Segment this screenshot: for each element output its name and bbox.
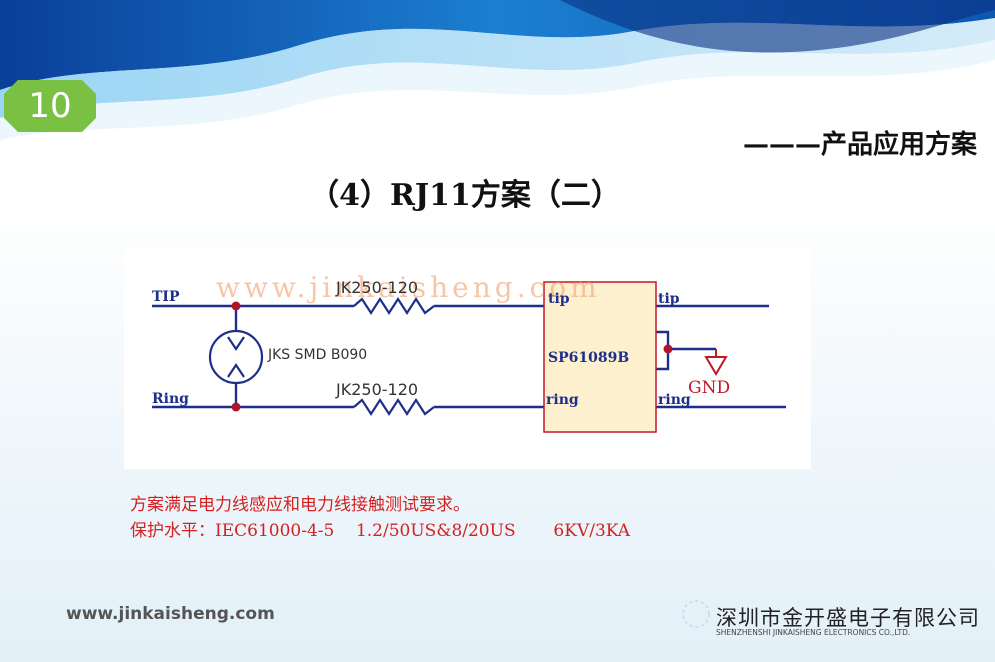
pin-ring-out: ring bbox=[658, 392, 691, 408]
ground-icon bbox=[704, 349, 728, 376]
footer-url[interactable]: www.jinkaisheng.com bbox=[66, 604, 275, 624]
resistor-top-label: JK250-120 bbox=[335, 278, 418, 297]
watermark: www.jinkaisheng.com bbox=[216, 271, 601, 304]
rj11-circuit-diagram: www.jinkaisheng.com TIP Ring JK250-120 J… bbox=[152, 271, 786, 433]
pin-ring-in: ring bbox=[546, 392, 579, 408]
junction-dot bbox=[231, 301, 241, 311]
gnd-label: GND bbox=[688, 378, 730, 398]
page-number: 10 bbox=[28, 86, 72, 126]
sp61089b-chip bbox=[543, 281, 657, 433]
header-wave bbox=[0, 0, 995, 140]
resistor-bottom-label: JK250-120 bbox=[335, 380, 418, 399]
junction-dot bbox=[663, 344, 673, 354]
resistor-bottom bbox=[353, 397, 435, 417]
description-line-2: 保护水平：IEC61000-4-5 1.2/50US&8/20US 6KV/3K… bbox=[130, 521, 631, 541]
company-name-en: SHENZHENSHI JINKAISHENG ELECTRONICS CO.,… bbox=[716, 628, 911, 637]
chip-label: SP61089B bbox=[548, 350, 629, 366]
page-badge bbox=[4, 80, 96, 132]
pin-tip-in: tip bbox=[548, 291, 570, 307]
ring-label: Ring bbox=[152, 391, 189, 407]
gas-discharge-tube bbox=[208, 329, 264, 385]
company-logo-icon bbox=[682, 600, 710, 628]
slide-title: （4）RJ11方案（二） bbox=[309, 178, 621, 213]
junction-dot bbox=[231, 402, 241, 412]
tube-label: JKS SMD B090 bbox=[267, 347, 367, 363]
section-heading: ———产品应用方案 bbox=[742, 130, 977, 160]
tip-label: TIP bbox=[152, 289, 180, 305]
pin-tip-out: tip bbox=[658, 291, 680, 307]
company-name: 深圳市金开盛电子有限公司 bbox=[716, 606, 980, 630]
description-line-1: 方案满足电力线感应和电力线接触测试要求。 bbox=[130, 495, 470, 515]
resistor-top bbox=[353, 296, 435, 316]
